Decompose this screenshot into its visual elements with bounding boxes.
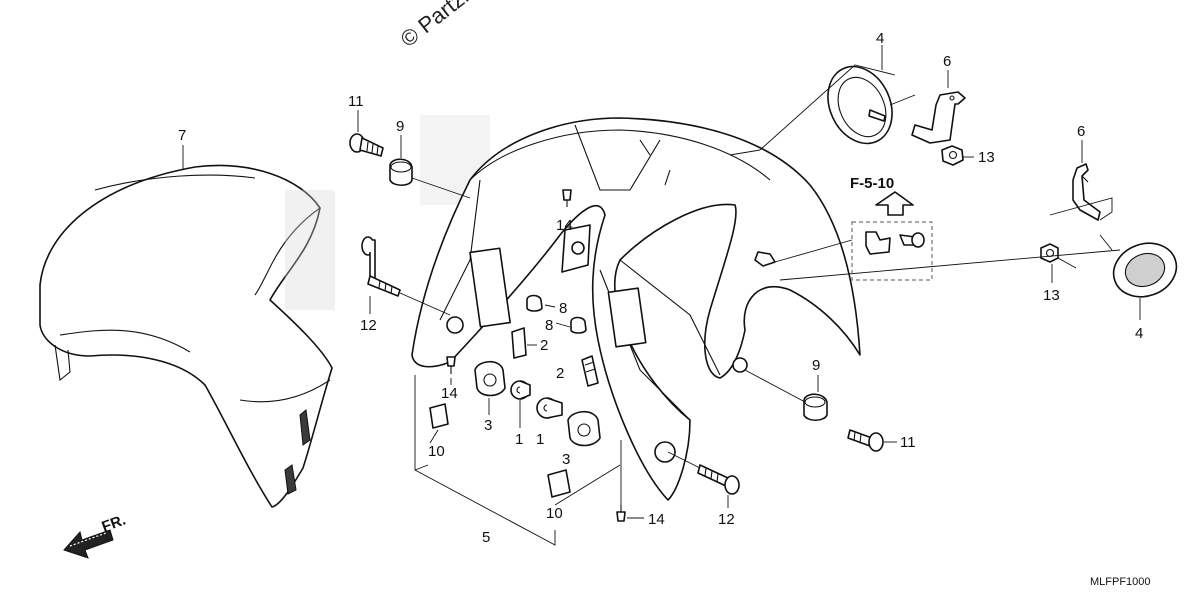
callout-6-right[interactable]: 6	[1077, 123, 1085, 140]
callout-12-bottom[interactable]: 12	[718, 511, 735, 528]
bolt-part-11-top[interactable]	[349, 133, 384, 157]
reflector-part-4-top[interactable]	[816, 56, 904, 154]
part-5-bracket	[414, 375, 621, 546]
rubber-part-10-right[interactable]	[547, 469, 571, 498]
callout-5[interactable]: 5	[482, 529, 490, 546]
damper-part-3-right[interactable]	[567, 410, 601, 447]
nut-part-13-right[interactable]	[1040, 243, 1059, 263]
callout-2-left[interactable]: 2	[540, 337, 548, 354]
callout-6-top[interactable]: 6	[943, 53, 951, 70]
bolt-part-11-right[interactable]	[847, 429, 884, 452]
callout-13-top[interactable]: 13	[978, 149, 995, 166]
reflector-part-4-right[interactable]	[1106, 235, 1184, 306]
diagram-code: MLFPF1000	[1090, 576, 1151, 588]
callout-10-left[interactable]: 10	[428, 443, 445, 460]
callout-7[interactable]: 7	[178, 127, 186, 144]
grommet-part-9-top[interactable]	[389, 158, 413, 187]
grommet-part-9-right[interactable]	[803, 393, 828, 422]
grommet-part-2-left[interactable]	[511, 327, 527, 359]
damper-part-3-left[interactable]	[474, 360, 506, 397]
stay-part-6-right[interactable]	[1072, 163, 1101, 221]
callout-4-top[interactable]: 4	[876, 30, 884, 47]
rubber-part-10-left[interactable]	[429, 403, 449, 429]
nut-part-13-top[interactable]	[941, 145, 964, 166]
grommet-part-2-right[interactable]	[581, 355, 599, 387]
callout-11-top[interactable]: 11	[348, 93, 364, 110]
callout-11-right[interactable]: 11	[900, 434, 916, 451]
reference-inset	[754, 221, 933, 281]
callout-8-upper[interactable]: 8	[559, 300, 567, 317]
callout-9-right[interactable]: 9	[812, 357, 820, 374]
collar-part-1-left[interactable]	[510, 380, 531, 400]
collar-part-8-lower[interactable]	[570, 316, 587, 334]
front-fender-part-5[interactable]	[411, 117, 861, 501]
shading-region	[285, 190, 335, 310]
reference-up-arrow-icon	[875, 191, 914, 216]
clip-part-14-top[interactable]	[562, 189, 572, 207]
callout-12-left[interactable]: 12	[360, 317, 377, 334]
bolt-part-12-left[interactable]	[361, 236, 401, 297]
clip-part-14-left[interactable]	[446, 356, 456, 374]
callout-3-left[interactable]: 3	[484, 417, 492, 434]
callout-9-top[interactable]: 9	[396, 118, 404, 135]
collar-part-8-upper[interactable]	[526, 294, 543, 312]
callout-13-right[interactable]: 13	[1043, 287, 1060, 304]
front-direction-arrow-icon	[63, 529, 114, 559]
callout-14-top[interactable]: 14	[556, 217, 573, 234]
callout-8-lower[interactable]: 8	[545, 317, 553, 334]
stay-part-6-top[interactable]	[911, 91, 966, 144]
callout-3-right[interactable]: 3	[562, 451, 570, 468]
collar-part-1-right[interactable]	[536, 397, 563, 419]
callout-14-bottom[interactable]: 14	[648, 511, 665, 528]
callout-1-left[interactable]: 1	[515, 431, 523, 448]
callout-1-right[interactable]: 1	[536, 431, 544, 448]
callout-14-left[interactable]: 14	[441, 385, 458, 402]
callout-4-right[interactable]: 4	[1135, 325, 1143, 342]
reference-label[interactable]: F-5-10	[850, 175, 894, 192]
front-direction-label: FR.	[100, 512, 129, 536]
clip-part-14-bottom[interactable]	[616, 505, 626, 522]
front-cowl-part-7[interactable]	[39, 164, 333, 508]
callout-10-right[interactable]: 10	[546, 505, 563, 522]
callout-2-right[interactable]: 2	[556, 365, 564, 382]
watermark: © Partzilla	[396, 0, 491, 52]
bolt-part-12-bottom[interactable]	[697, 464, 740, 495]
